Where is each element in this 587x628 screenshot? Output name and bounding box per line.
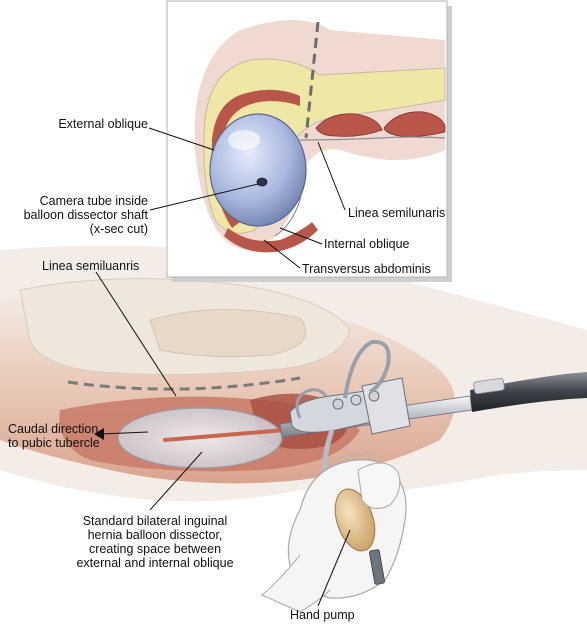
caudal-arrowhead <box>94 428 104 440</box>
pump-valve <box>369 549 385 585</box>
label-camera-tube-line2: balloon dissector shaft <box>23 208 148 222</box>
leader-balloon-dissector <box>149 451 203 511</box>
balloon-highlight <box>228 130 260 150</box>
glove-fingers <box>357 462 401 510</box>
label-camera-tube-line1: Camera tube inside <box>39 194 148 208</box>
balloon-cross-section <box>209 113 307 227</box>
label-internal-oblique: Internal oblique <box>324 237 410 251</box>
label-balloon-line2: hernia balloon dissector, <box>87 528 223 542</box>
handle-collar <box>473 377 505 395</box>
label-hand-pump: Hand pump <box>290 608 355 622</box>
label-caudal-line2: to pubic tubercle <box>8 436 100 450</box>
leader-internal-oblique <box>279 227 323 245</box>
leader-lines <box>94 127 351 607</box>
instrument-handle <box>470 372 587 412</box>
label-balloon-line4: external and internal oblique <box>76 556 234 570</box>
label-linea-semiluanris: Linea semiluanris <box>42 259 140 273</box>
hand-pump-bulb <box>334 488 376 552</box>
balloon-inner-rod <box>163 428 287 442</box>
label-balloon-dissector: Standard bilateral inguinal hernia ballo… <box>60 514 250 570</box>
muscle-segment-2 <box>383 111 446 137</box>
cross-section-inset <box>166 0 452 282</box>
camera-tube <box>256 177 268 187</box>
leader-linea-semiluanris <box>95 271 177 397</box>
leader-transversus <box>263 239 301 269</box>
label-caudal-line1: Caudal direction <box>8 422 99 436</box>
leader-camera-tube <box>149 183 259 211</box>
leader-linea-semilunaris <box>317 141 346 211</box>
muscle-segment-1 <box>315 113 383 137</box>
flap-fold <box>149 309 306 358</box>
linea-dashed-line <box>67 376 301 391</box>
label-linea-semilunaris: Linea semilunaris <box>348 206 446 220</box>
leader-external-oblique <box>148 127 215 151</box>
label-caudal-direction: Caudal direction to pubic tubercle <box>8 422 100 450</box>
label-camera-tube: Camera tube inside balloon dissector sha… <box>20 194 148 236</box>
label-external-oblique: External oblique <box>58 117 148 131</box>
leader-hand-pump <box>317 529 351 607</box>
leader-caudal-direction <box>99 431 149 435</box>
instrument-body <box>289 339 411 435</box>
lower-scene <box>0 245 587 613</box>
fascia-line <box>299 136 446 141</box>
label-balloon-line1: Standard bilateral inguinal <box>82 514 228 528</box>
label-balloon-line3: creating space between <box>88 542 222 556</box>
label-camera-tube-line3: (x-sec cut) <box>89 222 148 236</box>
inset-dashed-line <box>304 21 320 139</box>
label-transversus-abdominis: Transversus abdominis <box>302 262 431 276</box>
lower-muscle-band <box>224 222 318 253</box>
